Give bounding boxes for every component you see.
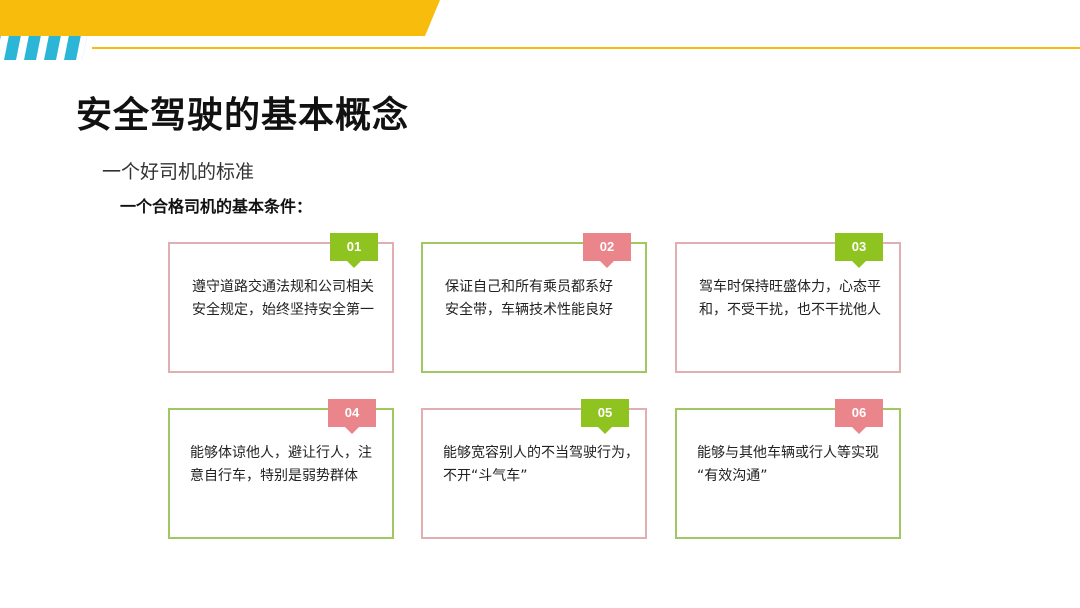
condition-card-05: 05 能够宽容别人的不当驾驶行为， 不开“斗气车” bbox=[421, 399, 647, 539]
card-number-tag: 02 bbox=[583, 233, 631, 268]
header-accent-bar bbox=[0, 0, 440, 36]
card-number-tag: 01 bbox=[330, 233, 378, 268]
card-number-tag: 04 bbox=[328, 399, 376, 434]
card-text: 遵守道路交通法规和公司相关 安全规定，始终坚持安全第一 bbox=[192, 279, 374, 318]
card-text: 能够宽容别人的不当驾驶行为， 不开“斗气车” bbox=[443, 445, 639, 484]
card-number-tag: 06 bbox=[835, 399, 883, 434]
page-title: 安全驾驶的基本概念 bbox=[76, 95, 410, 136]
section-subtitle: 一个好司机的标准 bbox=[102, 161, 255, 183]
condition-card-02: 02 保证自己和所有乘员都系好 安全带，车辆技术性能良好 bbox=[421, 233, 647, 373]
card-text: 保证自己和所有乘员都系好 安全带，车辆技术性能良好 bbox=[445, 279, 613, 318]
condition-card-03: 03 驾车时保持旺盛体力，心态平 和，不受干扰，也不干扰他人 bbox=[675, 233, 901, 373]
condition-card-04: 04 能够体谅他人，避让行人，注 意自行车，特别是弱势群体 bbox=[168, 399, 394, 539]
header-divider-line bbox=[92, 47, 1080, 49]
card-number-tag: 05 bbox=[581, 399, 629, 434]
card-text: 驾车时保持旺盛体力，心态平 和，不受干扰，也不干扰他人 bbox=[699, 279, 881, 318]
card-text: 能够与其他车辆或行人等实现 “有效沟通” bbox=[697, 445, 879, 484]
card-number-tag: 03 bbox=[835, 233, 883, 268]
section-heading: 一个合格司机的基本条件： bbox=[120, 197, 313, 216]
condition-card-01: 01 遵守道路交通法规和公司相关 安全规定，始终坚持安全第一 bbox=[168, 233, 394, 373]
condition-card-06: 06 能够与其他车辆或行人等实现 “有效沟通” bbox=[675, 399, 901, 539]
card-text: 能够体谅他人，避让行人，注 意自行车，特别是弱势群体 bbox=[190, 445, 372, 484]
